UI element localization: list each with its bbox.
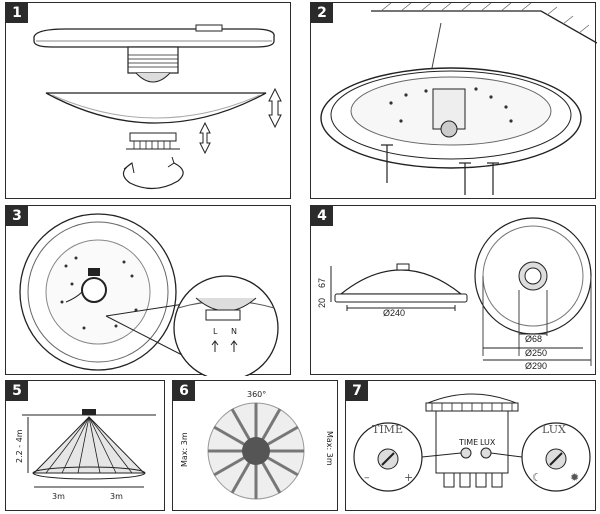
dim-outer-label: Ø290 (525, 361, 547, 371)
knob-time-label: TIME (458, 438, 478, 447)
step-badge-5: 5 (6, 381, 28, 401)
panel-6: 6 360° Max: 3m Max: 3m (172, 380, 338, 511)
lamp-exploded-view (33, 24, 282, 190)
dim-middle-label: Ø250 (525, 348, 547, 358)
left-range-label: 3m (52, 492, 65, 501)
detection-pattern-top: 360° Max: 3m Max: 3m (180, 390, 334, 500)
moon-icon: ☾ (532, 472, 542, 484)
time-minus: – (364, 471, 370, 484)
angle-label: 360° (247, 390, 266, 399)
step-badge-7: 7 (346, 381, 368, 401)
sensor-adjustment-view: TIME – + LUX ☾ ✹ TIME LUX (353, 393, 591, 492)
step-badge-4: 4 (311, 206, 333, 226)
left-max-label: Max: 3m (180, 432, 189, 467)
right-max-label: Max: 3m (325, 431, 334, 466)
sun-icon: ✹ (570, 472, 579, 484)
step-badge-6: 6 (173, 381, 195, 401)
terminal-n-label: N (231, 327, 237, 336)
panel-3: 3 L N (5, 205, 291, 376)
panel-2: 2 (310, 2, 597, 199)
dimensions-view: Ø240 67 20 Ø68 Ø250 Ø290 (317, 217, 592, 371)
step-badge-2: 2 (311, 3, 333, 23)
height-range-label: 2.2 - 4m (15, 429, 24, 463)
height-total-label: 67 (317, 278, 327, 288)
panel-5: 5 2.2 - 4m 3m 3m (5, 380, 165, 511)
wiring-view: L N (19, 213, 279, 376)
ceiling-mount-view (320, 3, 597, 195)
dim-inner-label: Ø240 (383, 308, 405, 318)
detection-cone-side: 2.2 - 4m 3m 3m (15, 409, 156, 501)
height-base-label: 20 (317, 298, 327, 308)
lux-label: LUX (542, 423, 566, 436)
panel-7: 7 TIME – + LUX ☾ ✹ TIME LUX (345, 380, 596, 511)
panel-4: 4 Ø240 67 20 Ø68 Ø250 Ø290 (310, 205, 596, 375)
step-badge-1: 1 (6, 3, 28, 23)
panel-1: 1 (5, 2, 291, 199)
time-plus: + (404, 471, 413, 484)
right-range-label: 3m (110, 492, 123, 501)
step-badge-3: 3 (6, 206, 28, 226)
dim-sensor-label: Ø68 (525, 334, 542, 344)
knob-lux-label: LUX (480, 438, 496, 447)
time-label: TIME (372, 423, 403, 436)
terminal-l-label: L (213, 327, 218, 336)
